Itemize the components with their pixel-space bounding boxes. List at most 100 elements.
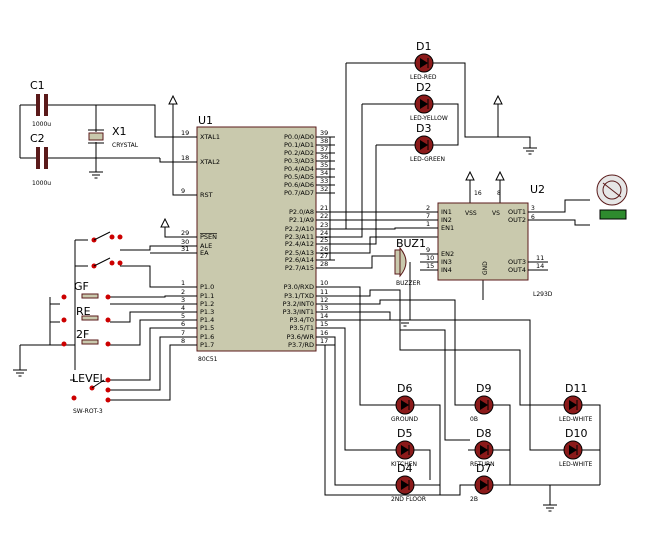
mcu-pin-name: P2.2/A10 bbox=[285, 225, 314, 233]
led-label: 2ND FLOOR bbox=[391, 496, 426, 503]
mcu-pin-name: P3.3/INT1 bbox=[283, 308, 314, 316]
mcu-pin-name: RST bbox=[200, 191, 213, 199]
mcu-pin-num: 26 bbox=[320, 245, 328, 253]
mcu-pin-name: P0.3/AD3 bbox=[284, 157, 314, 165]
led-label: KITCHEN bbox=[391, 461, 417, 468]
buzzer-buz1: BUZ1 BUZZER bbox=[394, 237, 426, 287]
driver-pin-name: IN4 bbox=[441, 266, 452, 274]
mcu-pin-name: P0.1/AD1 bbox=[284, 141, 314, 149]
capacitor-c2: C2 1000u bbox=[30, 132, 51, 187]
mcu-pin-num: 21 bbox=[320, 204, 328, 212]
led-ref: D4 bbox=[397, 462, 412, 475]
mcu-pin-name: P0.2/AD2 bbox=[284, 149, 314, 157]
mcu-pin-name: P3.7/RD bbox=[288, 341, 314, 349]
mcu-pin-num: 12 bbox=[320, 296, 328, 304]
led-ref: D9 bbox=[476, 382, 491, 395]
led-ref: D5 bbox=[397, 427, 412, 440]
driver-pin-num: 7 bbox=[426, 212, 430, 220]
led-ref: D1 bbox=[416, 40, 431, 53]
toggle-switches bbox=[91, 231, 123, 269]
mcu-pin-name: P2.1/A9 bbox=[289, 216, 314, 224]
led-ref: D8 bbox=[476, 427, 491, 440]
mcu-pin-name: P1.6 bbox=[200, 333, 214, 341]
driver-pin-num: 1 bbox=[426, 220, 430, 228]
crystal-x1: X1 CRYSTAL bbox=[88, 125, 139, 149]
mcu-pin-num: 15 bbox=[320, 320, 328, 328]
mcu-pin-num: 3 bbox=[181, 296, 185, 304]
mcu-pin-num: 18 bbox=[181, 154, 189, 162]
mcu-pin-name: P3.0/RXD bbox=[284, 283, 314, 291]
led-ref: D6 bbox=[397, 382, 412, 395]
mcu-pin-name: P2.0/A8 bbox=[289, 208, 314, 216]
wires bbox=[19, 62, 601, 505]
mcu-pin-num: 4 bbox=[181, 304, 185, 312]
mcu-pin-num: 38 bbox=[320, 137, 328, 145]
buzzer-ref: BUZ1 bbox=[396, 237, 426, 250]
mcu-pin-num: 28 bbox=[320, 260, 328, 268]
mcu-pin-name: P0.0/AD0 bbox=[284, 133, 314, 141]
driver-pin-name: EN1 bbox=[441, 224, 454, 232]
mcu-pin-name: P2.4/A12 bbox=[285, 240, 314, 248]
mcu-part: 80C51 bbox=[198, 356, 218, 363]
mcu-pin-num: 22 bbox=[320, 212, 328, 220]
mcu-pin-name: XTAL1 bbox=[200, 133, 220, 141]
driver-pin-name: OUT3 bbox=[508, 258, 526, 266]
led-ref: D7 bbox=[476, 462, 491, 475]
mcu-pin-name: P1.0 bbox=[200, 283, 214, 291]
mcu-pin-name: P1.4 bbox=[200, 316, 214, 324]
driver-pin-num: 2 bbox=[426, 204, 430, 212]
mcu-pin-num: 34 bbox=[320, 169, 328, 177]
button-re: RE bbox=[61, 305, 111, 323]
mcu-pin-name: P0.6/AD6 bbox=[284, 181, 314, 189]
mcu-pin-name: P1.3 bbox=[200, 308, 214, 316]
led-label: GROUND bbox=[391, 416, 418, 423]
rotary-label: LEVEL bbox=[72, 372, 107, 385]
led-label: LED-WHITE bbox=[559, 461, 593, 468]
driver-pin16: 16 bbox=[474, 190, 482, 197]
mcu-pin-name: P0.4/AD4 bbox=[284, 165, 314, 173]
button-gf-label: GF bbox=[74, 280, 89, 293]
driver-pin-name: IN1 bbox=[441, 208, 452, 216]
mcu-pin-num: 27 bbox=[320, 252, 328, 260]
button-gf: GF bbox=[61, 280, 111, 300]
mcu-pin-name: P1.1 bbox=[200, 292, 214, 300]
mcu-pin-name: ALE bbox=[200, 242, 212, 250]
driver-part: L293D bbox=[533, 291, 553, 298]
mcu-pin-name: P0.5/AD5 bbox=[284, 173, 314, 181]
power-symbols bbox=[160, 94, 503, 228]
driver-pin-num: 10 bbox=[426, 254, 434, 262]
mcu-ref: U1 bbox=[198, 114, 213, 127]
mcu-pin-num: 31 bbox=[181, 245, 189, 253]
mcu-pin-num: 33 bbox=[320, 177, 328, 185]
mcu-pin-num: 17 bbox=[320, 337, 328, 345]
mcu-pin-num: 19 bbox=[181, 129, 189, 137]
mcu-pin-num: 30 bbox=[181, 238, 189, 246]
led-label: LED-RED bbox=[410, 74, 437, 81]
c1-value: 1000u bbox=[32, 121, 51, 128]
mcu-pin-num: 37 bbox=[320, 145, 328, 153]
driver-pin-num: 11 bbox=[536, 254, 544, 262]
rotary-switch: LEVEL SW-ROT-3 bbox=[71, 372, 111, 415]
driver-pin8: 8 bbox=[497, 190, 501, 197]
mcu-pin-num: 5 bbox=[181, 312, 185, 320]
svg-text:3: 3 bbox=[531, 205, 535, 212]
mcu-pin-num: 23 bbox=[320, 221, 328, 229]
mcu-pin-num: 1 bbox=[181, 279, 185, 287]
mcu-pin-num: 39 bbox=[320, 129, 328, 137]
mcu-pin-name: P3.2/INT0 bbox=[283, 300, 314, 308]
x1-ref: X1 bbox=[112, 125, 127, 138]
mcu-pin-name: PSEN bbox=[200, 233, 217, 241]
mcu-pin-name: P1.7 bbox=[200, 341, 214, 349]
mcu-pin-name: P2.3/A11 bbox=[285, 233, 314, 241]
